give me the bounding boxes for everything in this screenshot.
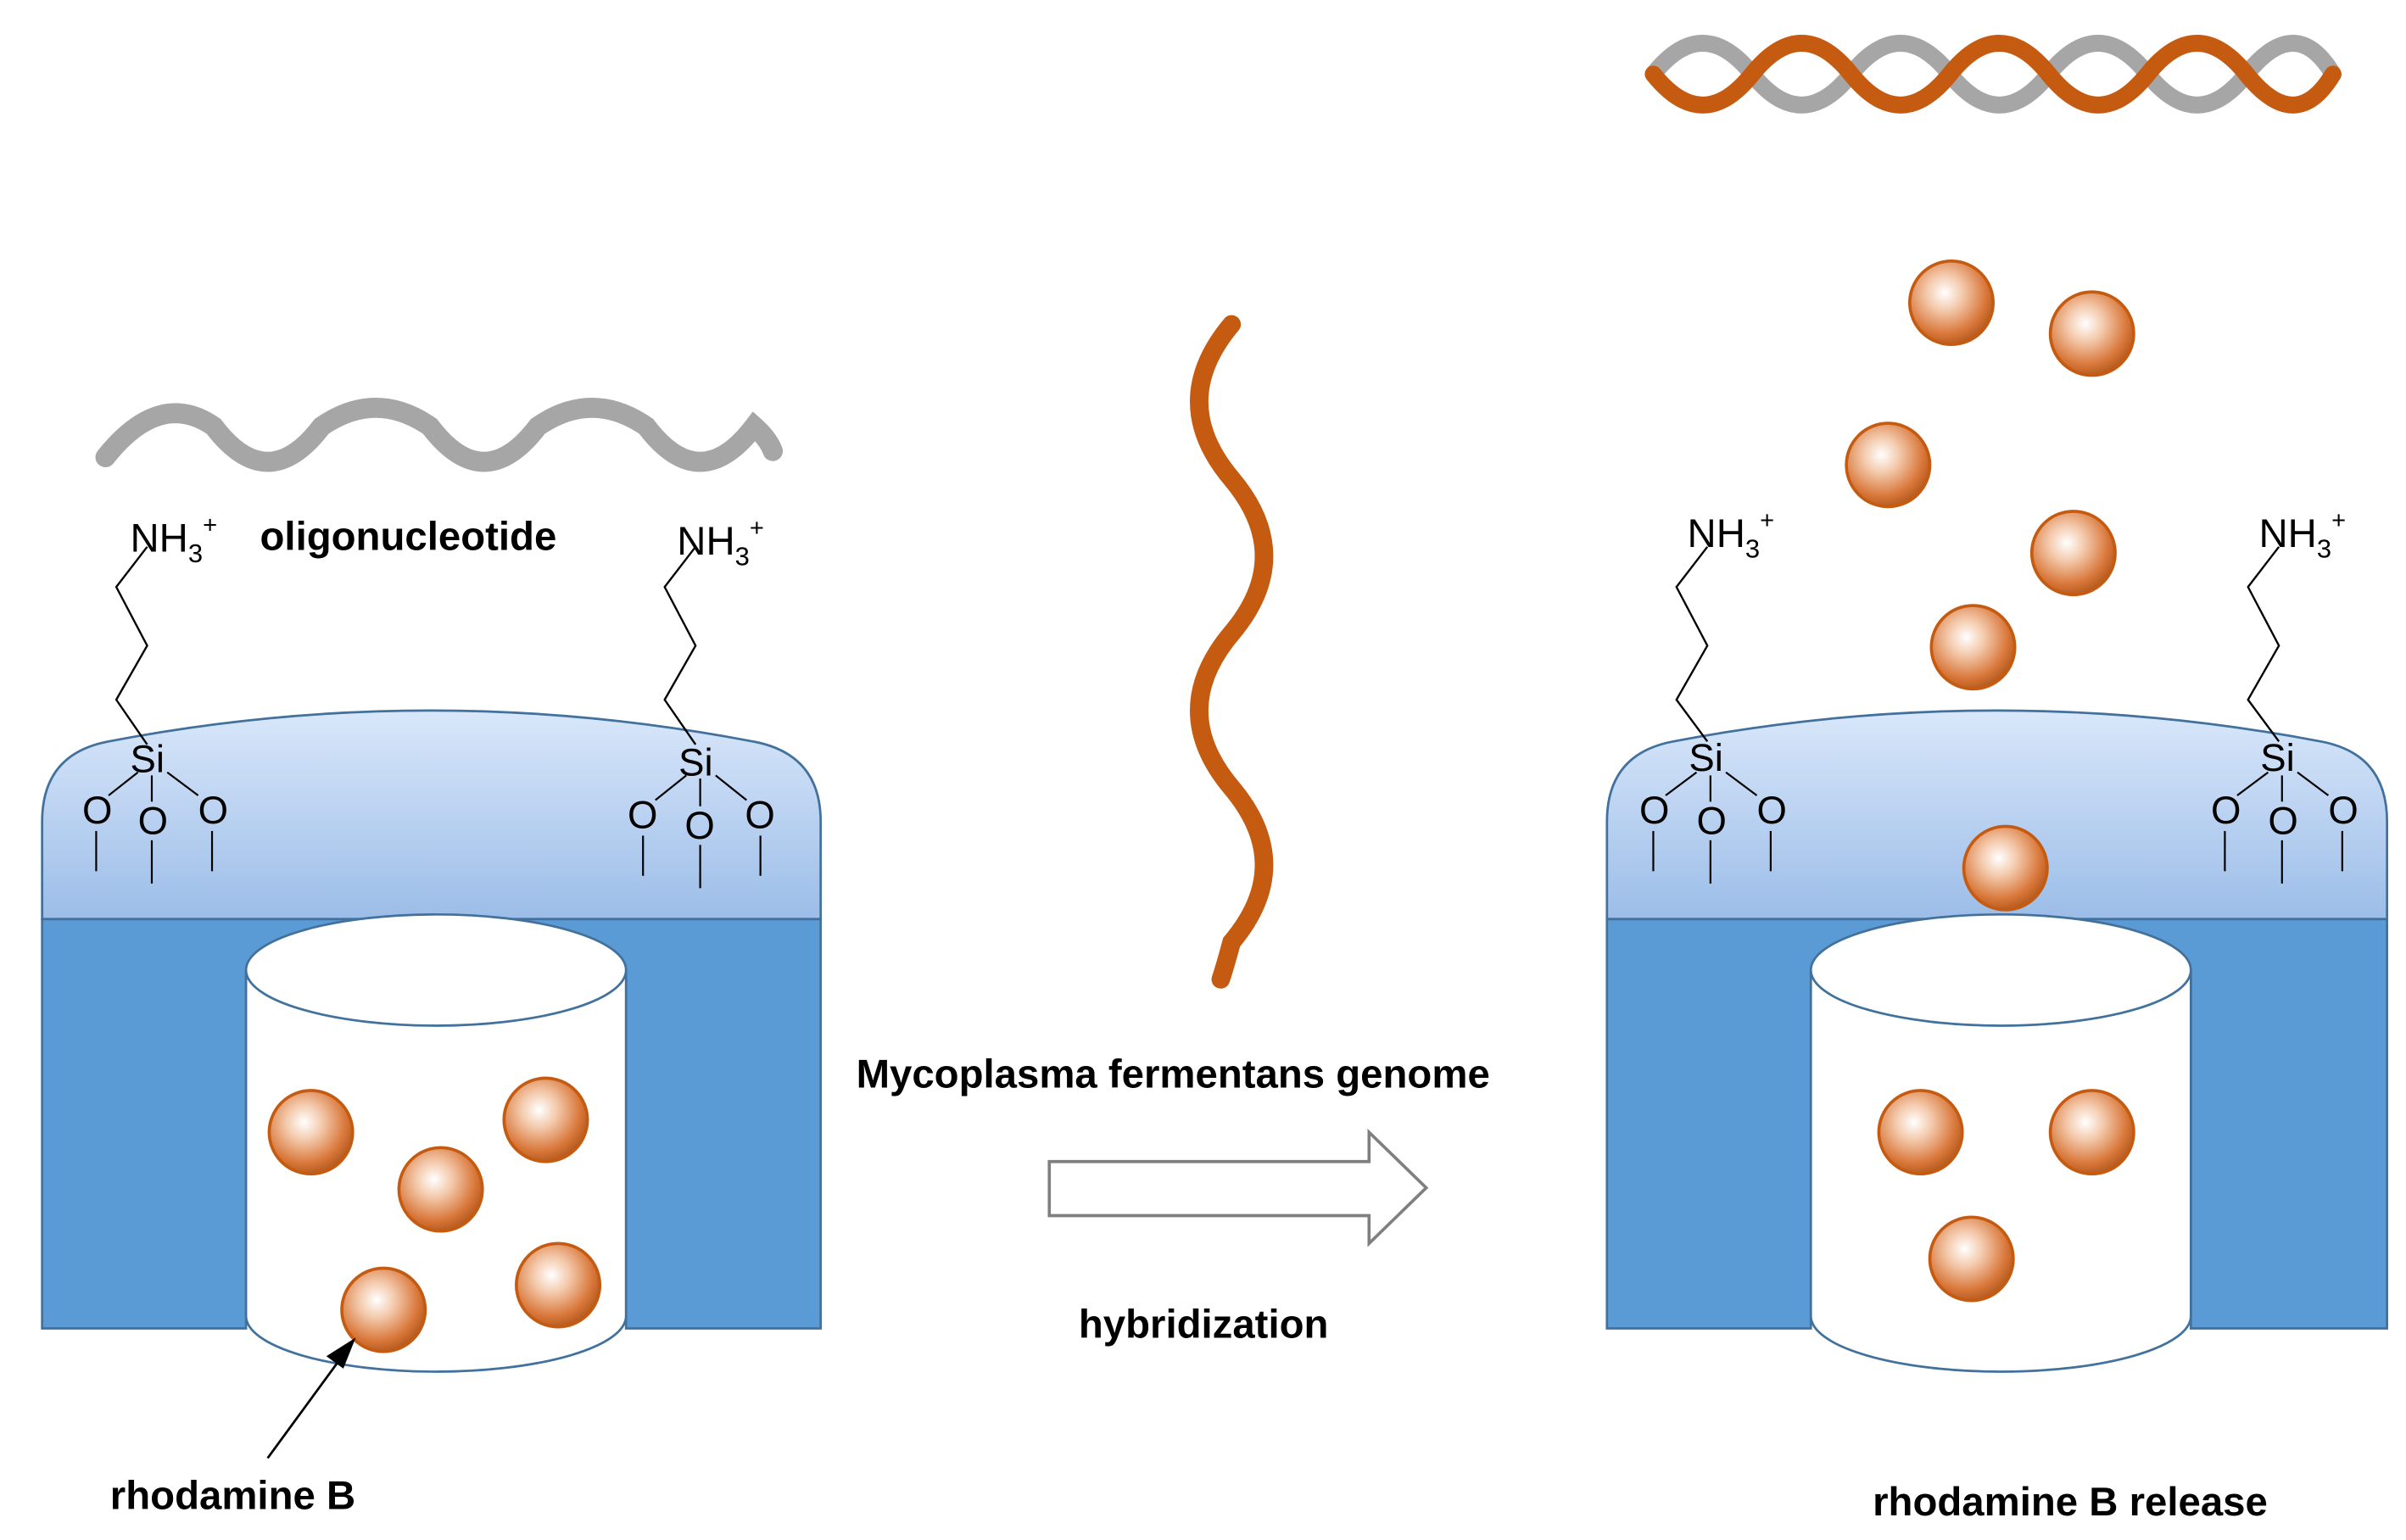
o-atom: O (2328, 789, 2358, 832)
release-label: rhodamine B release (1873, 1480, 2268, 1525)
si-atom: Si (1689, 736, 1722, 779)
o-atom: O (684, 804, 714, 847)
rhodamine-sphere (1845, 421, 1932, 509)
silica-cap-left (41, 709, 823, 921)
si-atom: Si (2260, 736, 2294, 779)
svg-text:NH3+: NH3+ (130, 511, 217, 568)
o-atom: O (2268, 800, 2297, 843)
o-atom: O (82, 789, 112, 832)
rhodamine-pointer-line (266, 1353, 344, 1459)
genome-label: Mycoplasma fermentans genome (857, 1052, 1490, 1096)
o-atom: O (628, 793, 657, 836)
open-particle-right (1605, 709, 2389, 1373)
o-atom: O (1639, 789, 1669, 832)
hybridization-arrow (1047, 1128, 1429, 1247)
amine-linker-right-1: NH3+ Si O O O (1639, 507, 1787, 884)
o-atom: O (138, 800, 168, 843)
rhodamine-sphere (502, 1076, 589, 1163)
si-atom: Si (678, 740, 712, 784)
o-atom: O (2211, 789, 2241, 832)
rhodamine-pointer-arrowhead (326, 1337, 356, 1369)
hybridization-label: hybridization (1079, 1302, 1329, 1347)
pore-cylinder-right (1809, 912, 2192, 1373)
o-atom: O (1756, 789, 1786, 832)
rhodamine-sphere (340, 1266, 427, 1353)
helix-orange-strand (1644, 35, 2342, 114)
rhodamine-sphere (1929, 604, 2017, 691)
silica-cap-right (1605, 709, 2389, 921)
svg-text:NH3+: NH3+ (1688, 507, 1775, 564)
svg-text:NH3+: NH3+ (677, 515, 764, 572)
oligonucleotide-label: oligonucleotide (260, 514, 556, 559)
rhodamine-sphere (1877, 1089, 1964, 1176)
rhodamine-sphere (267, 1089, 354, 1176)
released-rhodamine (1845, 259, 2135, 912)
amine-linker-left-1: NH3+ Si O O O (82, 511, 228, 884)
rhodamine-sphere (397, 1146, 484, 1233)
rhodamine-sphere (1907, 259, 1996, 347)
rhodamine-sphere (1962, 824, 2049, 912)
capped-particle-left (41, 709, 823, 1373)
rhodamine-sphere (2048, 290, 2135, 377)
o-atom: O (745, 793, 774, 836)
rhodamine-label: rhodamine B (110, 1474, 355, 1519)
rhodamine-sphere (515, 1241, 602, 1329)
o-atom: O (1696, 800, 1726, 843)
amine-linker-left-2: NH3+ Si O O O (628, 515, 775, 889)
genome-strand (1190, 315, 1274, 989)
svg-text:NH3+: NH3+ (2258, 507, 2346, 564)
rhodamine-sphere (2048, 1089, 2135, 1176)
si-atom: Si (130, 738, 164, 781)
amine-linker-right-2: NH3+ Si O O O (2211, 507, 2359, 884)
rhodamine-sphere (1928, 1215, 2015, 1303)
oligonucleotide-strand (95, 398, 784, 472)
hybridized-double-helix (1644, 35, 2342, 114)
rhodamine-sphere (2029, 510, 2117, 597)
o-atom: O (198, 789, 228, 832)
helix-gray-strand (1644, 35, 2342, 114)
